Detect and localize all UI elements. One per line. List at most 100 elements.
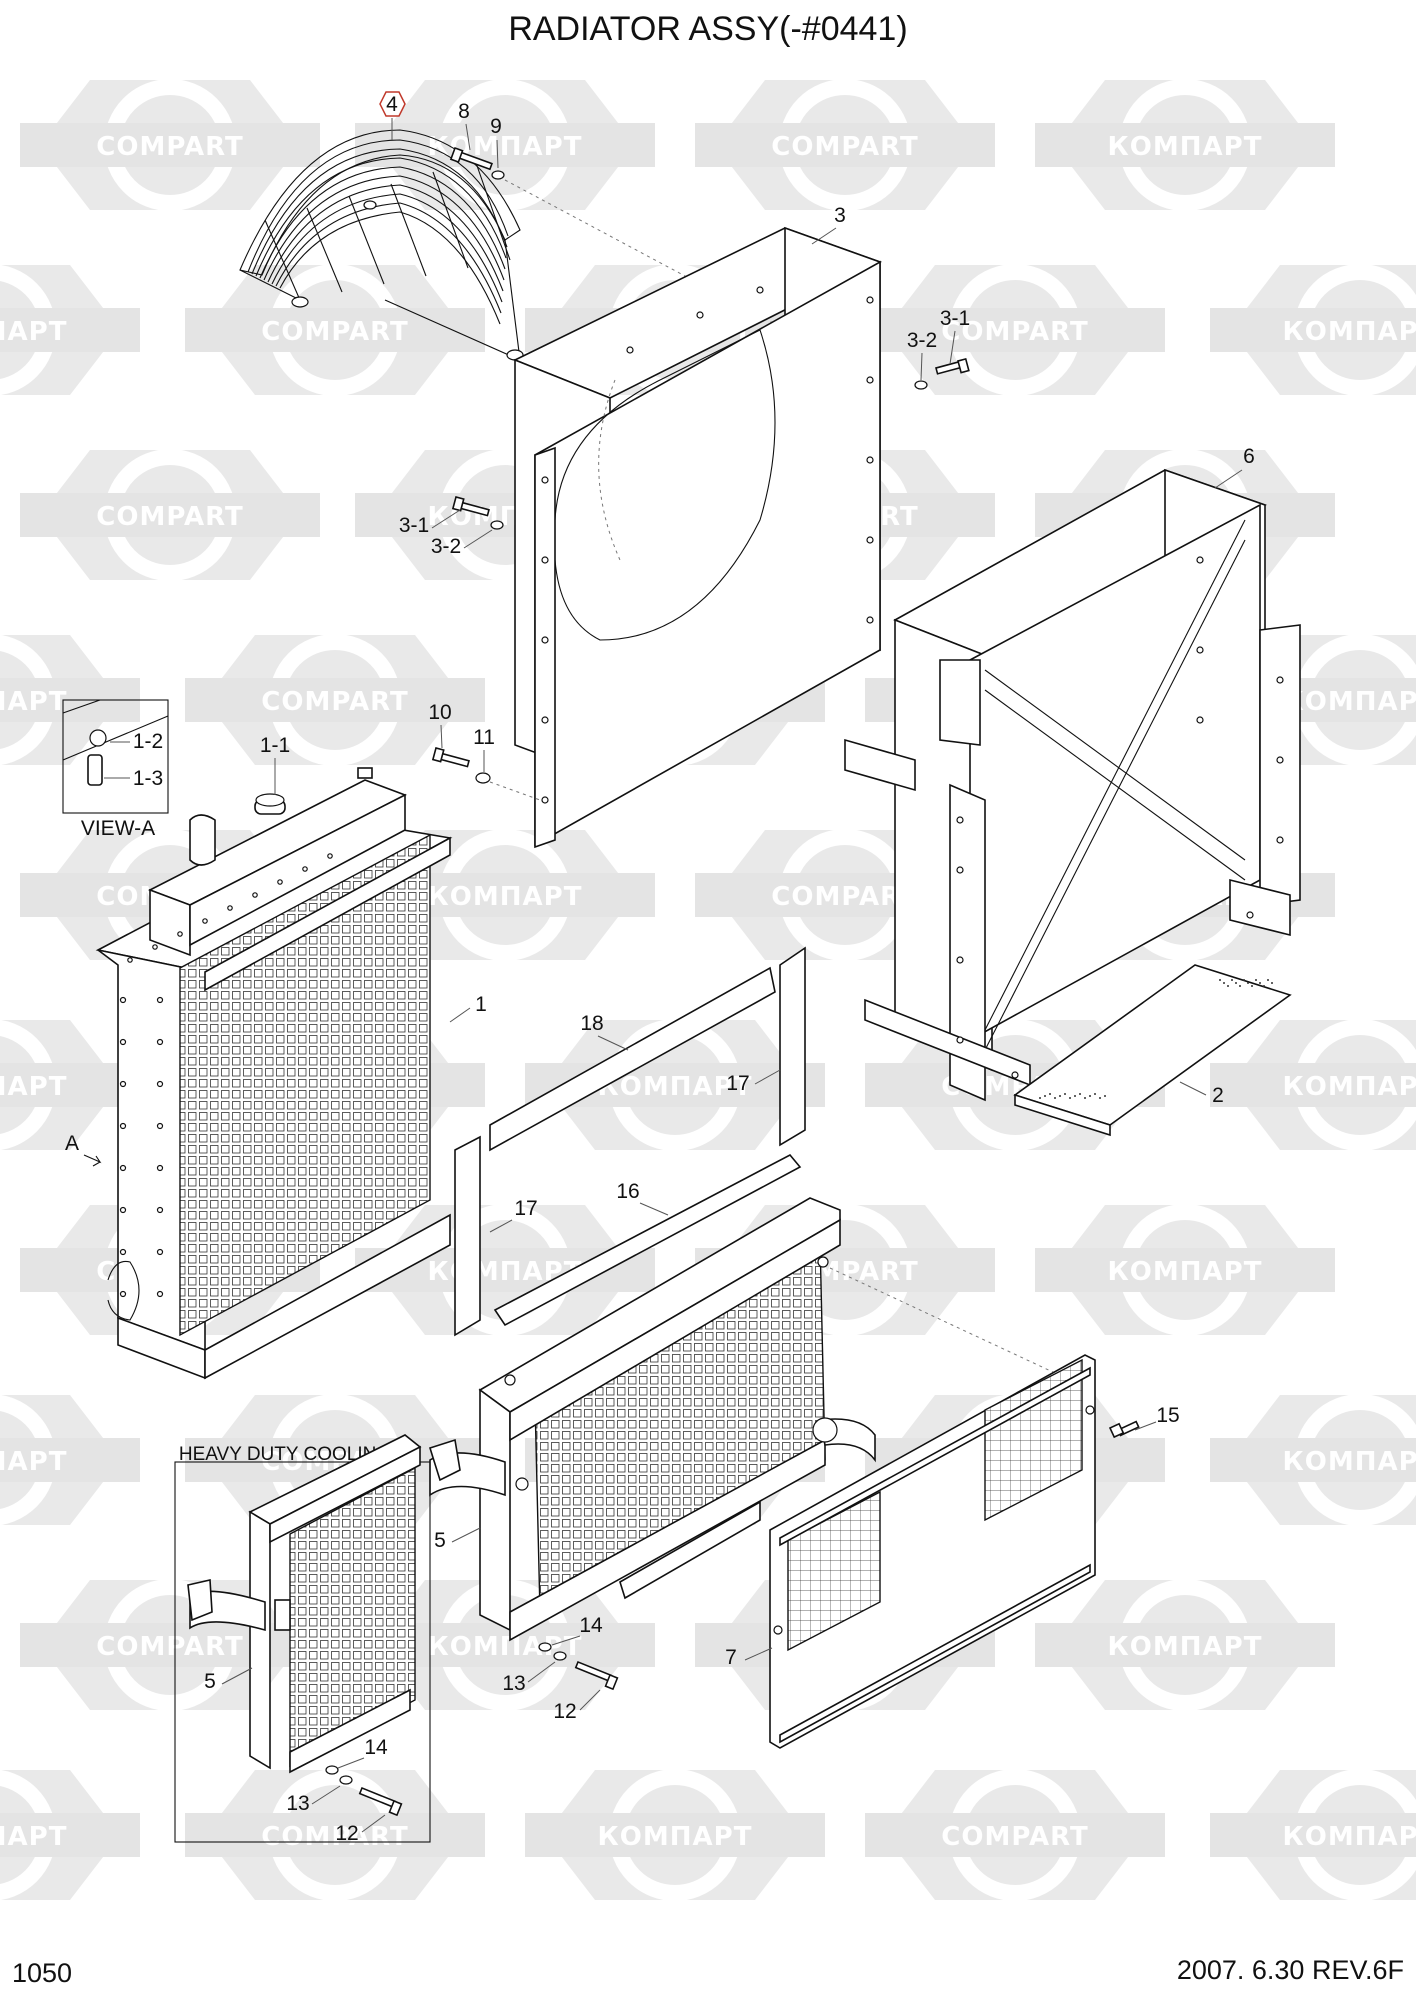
watermark-tile: COMPART <box>865 1769 1165 1901</box>
watermark-text: КОМПАРТ <box>1283 1822 1416 1852</box>
page-title: RADIATOR ASSY(-#0441) <box>508 10 907 48</box>
callout-12-main: 12 <box>553 1700 576 1723</box>
washer-3-2-left <box>490 520 504 530</box>
support-frame <box>844 468 1301 1102</box>
watermark-text: КОМПАРТ <box>1108 1632 1263 1662</box>
seal-17-right <box>779 946 806 1147</box>
callout-3-2-left: 3-2 <box>431 535 461 558</box>
callout-4-marker <box>379 91 406 117</box>
callout-15: 15 <box>1156 1404 1179 1427</box>
callout-8: 8 <box>458 100 470 123</box>
watermark-tile: КОМПАРТ <box>355 1579 655 1711</box>
watermark-text: КОМПАРТ <box>0 1447 67 1477</box>
watermark-tile: КОМПАРТ <box>1035 79 1335 211</box>
watermark-text: КОМПАРТ <box>0 1822 67 1852</box>
washer-3-2-right <box>914 380 928 390</box>
watermark-text: COMPART <box>261 1822 408 1852</box>
bolt-12-main <box>574 1660 619 1691</box>
callout-4: 4 <box>386 93 398 116</box>
watermark-text: КОМПАРТ <box>1108 132 1263 162</box>
watermark-text: КОМПАРТ <box>1108 1257 1263 1287</box>
callout-14-inset: 14 <box>364 1736 388 1759</box>
watermark-tile: КОМПАРТ <box>355 829 655 961</box>
watermark-tile: COMPART <box>185 634 485 766</box>
bolt-3-1-left <box>451 496 490 517</box>
bolt-10 <box>431 747 470 768</box>
callout-1: 1 <box>475 993 487 1016</box>
callout-1-2: 1-2 <box>133 730 163 753</box>
watermark-text: COMPART <box>261 687 408 717</box>
watermark-tile: КОМПАРТ <box>1210 1769 1416 1901</box>
callout-17-right: 17 <box>726 1072 749 1095</box>
watermark-text: КОМПАРТ <box>0 317 67 347</box>
fan-guard <box>239 129 524 361</box>
watermark-tile: КОМПАРТ <box>1210 1019 1416 1151</box>
seal-18 <box>489 966 776 1152</box>
watermark-text: КОМПАРТ <box>1283 317 1416 347</box>
watermark-tile: COMPART <box>20 79 320 211</box>
callout-5-main: 5 <box>434 1529 446 1552</box>
watermark-tile: COMPART <box>185 264 485 396</box>
screen-7 <box>769 1354 1096 1749</box>
washer-11 <box>475 772 491 784</box>
watermark-text: КОМПАРТ <box>1283 1447 1416 1477</box>
watermark-text: COMPART <box>771 882 918 912</box>
callout-1-3: 1-3 <box>133 767 163 790</box>
view-arrow-icon <box>83 1154 102 1167</box>
heavy-duty-cooler <box>187 1434 422 1774</box>
watermark-text: COMPART <box>261 317 408 347</box>
watermark-text: COMPART <box>941 1822 1088 1852</box>
watermark-tile: КОМПАРТ <box>0 264 140 396</box>
watermark-text: КОМПАРТ <box>1283 687 1416 717</box>
view-arrow-a: A <box>65 1132 79 1155</box>
bolt-8 <box>449 146 493 171</box>
callout-13-main: 13 <box>502 1672 525 1695</box>
radiator-core <box>95 767 453 1380</box>
washer-13-main <box>553 1651 567 1661</box>
callout-2: 2 <box>1212 1084 1224 1107</box>
callout-14-main: 14 <box>579 1614 603 1637</box>
bolt-15 <box>1108 1420 1140 1439</box>
callout-6: 6 <box>1243 445 1255 468</box>
watermark-tile: КОМПАРТ <box>1210 1394 1416 1526</box>
callout-3-2-top: 3-2 <box>907 329 937 352</box>
callout-7: 7 <box>725 1646 737 1669</box>
watermark-tile: COMPART <box>185 1769 485 1901</box>
callout-18: 18 <box>580 1012 603 1035</box>
page-number: 1050 <box>12 1958 72 1988</box>
watermark-text: КОМПАРТ <box>428 882 583 912</box>
bottom-plate-2 <box>1013 964 1292 1137</box>
washer-9 <box>491 170 505 180</box>
washer-13-inset <box>339 1775 353 1785</box>
watermark-text: КОМПАРТ <box>598 1822 753 1852</box>
fan-shroud <box>513 226 883 849</box>
callout-16: 16 <box>616 1180 639 1203</box>
watermark-text: COMPART <box>941 317 1088 347</box>
seal-16 <box>493 1153 802 1327</box>
watermark-tile: КОМПАРТ <box>355 79 655 211</box>
watermark-text: COMPART <box>96 1632 243 1662</box>
watermark-text: COMPART <box>96 132 243 162</box>
callout-5-inset: 5 <box>204 1670 216 1693</box>
callout-13-inset: 13 <box>286 1792 309 1815</box>
watermark-tile: КОМПАРТ <box>1035 1579 1335 1711</box>
heavy-duty-label: HEAVY DUTY COOLING <box>179 1444 391 1465</box>
watermark-tile: COMPART <box>20 449 320 581</box>
heavy-duty-inset-box <box>174 1461 431 1843</box>
oil-cooler <box>428 1197 876 1642</box>
callout-1-1: 1-1 <box>260 734 290 757</box>
callout-10: 10 <box>428 701 451 724</box>
watermark-text: КОМПАРТ <box>0 687 67 717</box>
callout-3-1-top: 3-1 <box>940 307 970 330</box>
bolt-3-1-right <box>935 357 970 375</box>
watermark-text: КОМПАРТ <box>1283 1072 1416 1102</box>
revision-label: 2007. 6.30 REV.6F <box>1177 1955 1404 1985</box>
callout-3: 3 <box>834 204 846 227</box>
watermark-tile: КОМПАРТ <box>0 1394 140 1526</box>
watermark-tile: COMPART <box>695 79 995 211</box>
watermark-text: COMPART <box>771 132 918 162</box>
callout-11: 11 <box>473 726 495 749</box>
watermark-text: COMPART <box>96 502 243 532</box>
watermark-tile: КОМПАРТ <box>1035 1204 1335 1336</box>
